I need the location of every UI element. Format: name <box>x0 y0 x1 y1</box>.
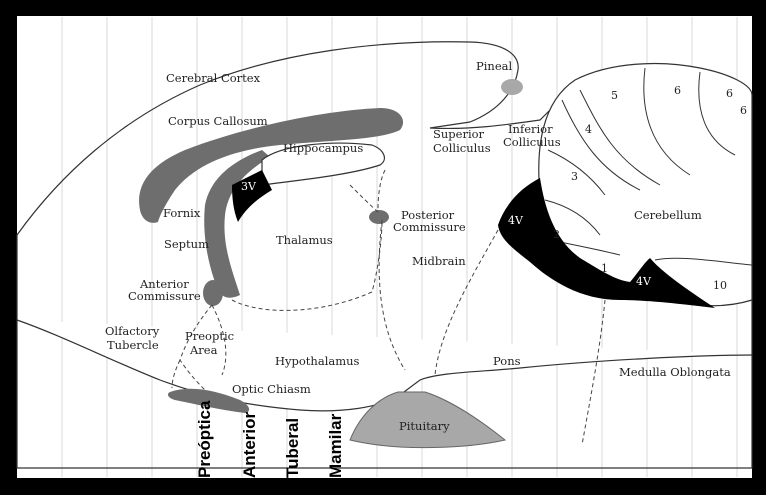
label-superior-colliculus-2: Colliculus <box>433 141 491 155</box>
label-hypothalamus: Hypothalamus <box>275 354 360 368</box>
region-tuberal: Tuberal <box>283 418 302 478</box>
region-anterior: Anterior <box>240 412 259 479</box>
pineal-gland <box>501 79 523 95</box>
label-inferior-colliculus-2: Colliculus <box>503 135 561 149</box>
label-medulla-oblongata: Medulla Oblongata <box>619 365 731 379</box>
label-preoptic-area-2: Area <box>189 343 218 357</box>
label-thalamus: Thalamus <box>276 233 333 247</box>
label-septum: Septum <box>164 237 209 251</box>
lobule-5: 5 <box>611 89 618 102</box>
label-midbrain: Midbrain <box>412 254 466 268</box>
region-mamilar: Mamilar <box>326 413 345 478</box>
label-inferior-colliculus-1: Inferior <box>508 122 553 136</box>
label-posterior-commissure-2: Commissure <box>393 220 466 234</box>
label-olfactory-tubercle-1: Olfactory <box>105 324 160 338</box>
label-preoptic-area-1: Preoptic <box>185 329 234 343</box>
label-superior-colliculus-1: Superior <box>433 127 485 141</box>
lobule-10: 10 <box>713 279 727 292</box>
label-cerebellum: Cerebellum <box>634 208 702 222</box>
lobule-4: 4 <box>585 123 592 136</box>
label-optic-chiasm: Optic Chiasm <box>232 382 311 396</box>
label-corpus-callosum: Corpus Callosum <box>168 114 268 128</box>
label-cerebral-cortex: Cerebral Cortex <box>166 71 261 85</box>
label-olfactory-tubercle-2: Tubercle <box>107 338 159 352</box>
lobule-6c: 6 <box>740 104 747 117</box>
label-fornix: Fornix <box>163 206 201 220</box>
lobule-6a: 6 <box>674 84 681 97</box>
label-pituitary: Pituitary <box>399 419 450 433</box>
posterior-commissure <box>369 210 389 224</box>
lobule-2: 2 <box>553 228 560 241</box>
lobule-1: 1 <box>601 262 608 275</box>
anterior-commissure <box>203 280 223 306</box>
label-fourth-ventricle-upper: 4V <box>508 214 524 227</box>
label-fourth-ventricle-lower: 4V <box>636 275 652 288</box>
label-third-ventricle: 3V <box>241 180 257 193</box>
lobule-3: 3 <box>571 170 578 183</box>
label-hippocampus: Hippocampus <box>283 141 363 155</box>
label-pineal: Pineal <box>476 59 512 73</box>
label-pons: Pons <box>493 354 521 368</box>
label-anterior-commissure-2: Commissure <box>128 289 201 303</box>
region-preoptica: Preóptica <box>195 400 214 478</box>
lobule-6b: 6 <box>726 87 733 100</box>
